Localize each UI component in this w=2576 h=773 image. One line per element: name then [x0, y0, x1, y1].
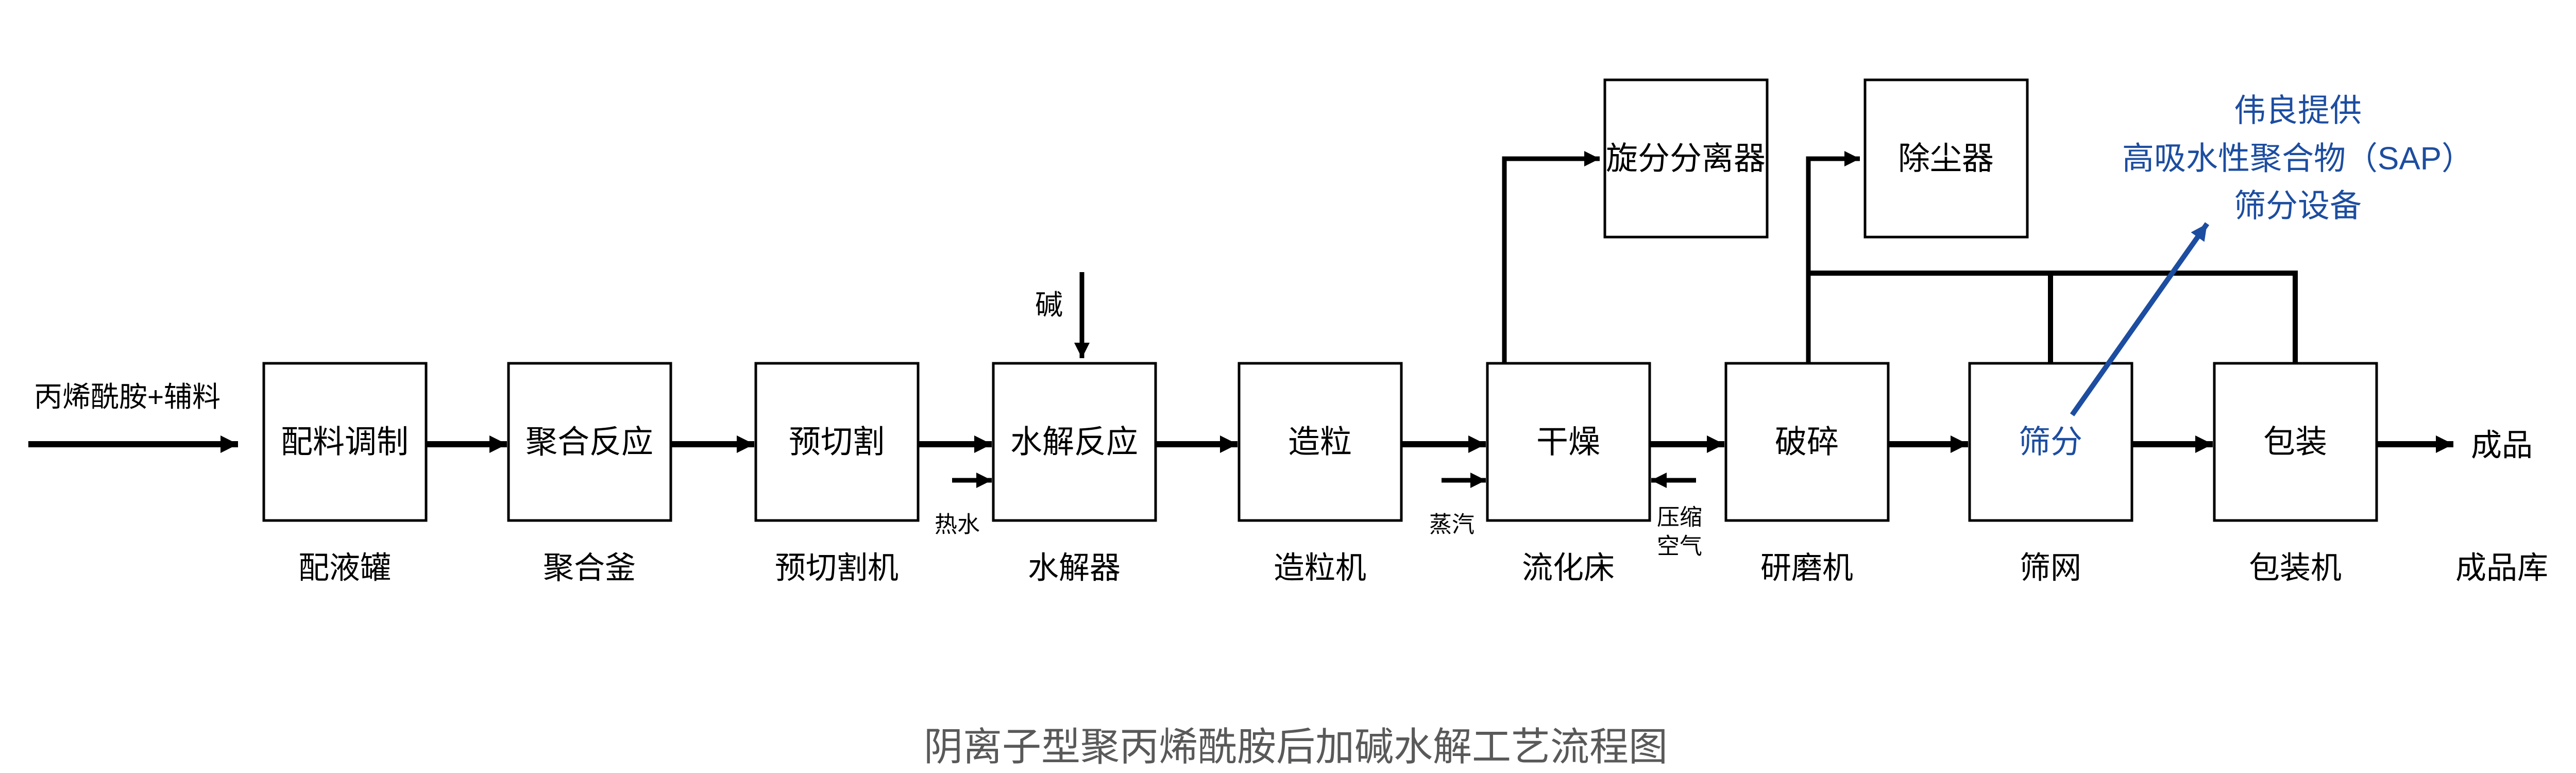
process-step: 筛分 筛网	[1968, 362, 2133, 585]
process-box-juhe	[507, 362, 672, 522]
process-step: 预切割 预切割机	[754, 362, 920, 585]
process-step-label: 水解反应	[1010, 425, 1138, 460]
cyclone-separator-box	[1603, 78, 1769, 239]
process-box-peiliao	[262, 362, 428, 522]
process-box-yuqiege	[754, 362, 920, 522]
process-step: 造粒 造粒机	[1238, 362, 1403, 585]
vendor-annotation-line1: 伟良提供	[2234, 93, 2362, 129]
equipment-label: 研磨机	[1760, 551, 1853, 585]
equipment-label: 造粒机	[1274, 551, 1366, 585]
process-step-label: 聚合反应	[526, 425, 653, 460]
process-step: 干燥 流化床	[1486, 362, 1651, 585]
vendor-annotation-line3: 筛分设备	[2234, 189, 2362, 224]
process-box-shuijie	[992, 362, 1157, 522]
vendor-annotation: 伟良提供 高吸水性聚合物（SAP） 筛分设备	[2070, 93, 2473, 416]
process-step-label: 破碎	[1775, 425, 1839, 460]
process-box-shaifen	[1968, 362, 2133, 522]
equipment-label: 预切割机	[775, 551, 899, 585]
vendor-annotation-arrow	[2070, 222, 2210, 416]
process-box-ganzao	[1486, 362, 1651, 522]
process-step: 水解反应 水解器	[992, 362, 1157, 585]
product-store-label: 成品库	[2455, 551, 2548, 585]
dryer-to-cyclone-connector	[1502, 151, 1600, 364]
process-step: 破碎 研磨机	[1724, 362, 1890, 585]
cyclone-separator-label: 旋分分离器	[1606, 141, 1766, 177]
equipment-label: 包装机	[2249, 551, 2342, 585]
process-box-baozhuang	[2213, 362, 2378, 522]
equipment-label: 筛网	[2020, 551, 2081, 585]
process-step: 聚合反应 聚合釜	[507, 362, 672, 585]
process-step-label: 预切割	[789, 425, 885, 460]
process-step-label: 包装	[2263, 425, 2327, 460]
product-label: 成品	[2471, 428, 2533, 463]
process-box-zaoli	[1238, 362, 1403, 522]
diagram-title: 阴离子型聚丙烯酰胺后加碱水解工艺流程图	[924, 726, 1668, 769]
process-step-label: 配料调制	[281, 425, 409, 460]
process-step: 包装 包装机	[2213, 362, 2378, 585]
equipment-label: 水解器	[1028, 551, 1121, 585]
dust-collection-unit: 除尘器	[1863, 78, 2029, 239]
crusher-to-dust-collector-connector	[1806, 151, 1860, 364]
process-step-label: 造粒	[1288, 425, 1352, 460]
process-step: 配料调制 配液罐	[262, 362, 428, 585]
equipment-label: 聚合釜	[543, 551, 636, 585]
process-box-posui	[1724, 362, 1890, 522]
dust-duct-line	[1808, 271, 2298, 364]
hot-water-label: 热水	[935, 512, 980, 537]
equipment-label: 流化床	[1522, 551, 1615, 585]
process-step-label: 干燥	[1536, 425, 1600, 460]
process-step-label-highlighted: 筛分	[2019, 425, 2082, 460]
compressed-air-label-line2: 空气	[1657, 534, 1702, 559]
equipment-label: 配液罐	[298, 551, 391, 585]
compressed-air-label-line1: 压缩	[1657, 505, 1702, 530]
feed-label: 丙烯酰胺+辅料	[34, 381, 221, 413]
steam-label: 蒸汽	[1429, 512, 1475, 537]
dust-collector-box	[1863, 78, 2029, 239]
vendor-annotation-line2: 高吸水性聚合物（SAP）	[2122, 141, 2473, 177]
dust-collector-label: 除尘器	[1898, 141, 1994, 177]
alkali-label: 碱	[1035, 290, 1063, 321]
dust-collection-unit: 旋分分离器	[1603, 78, 1769, 239]
